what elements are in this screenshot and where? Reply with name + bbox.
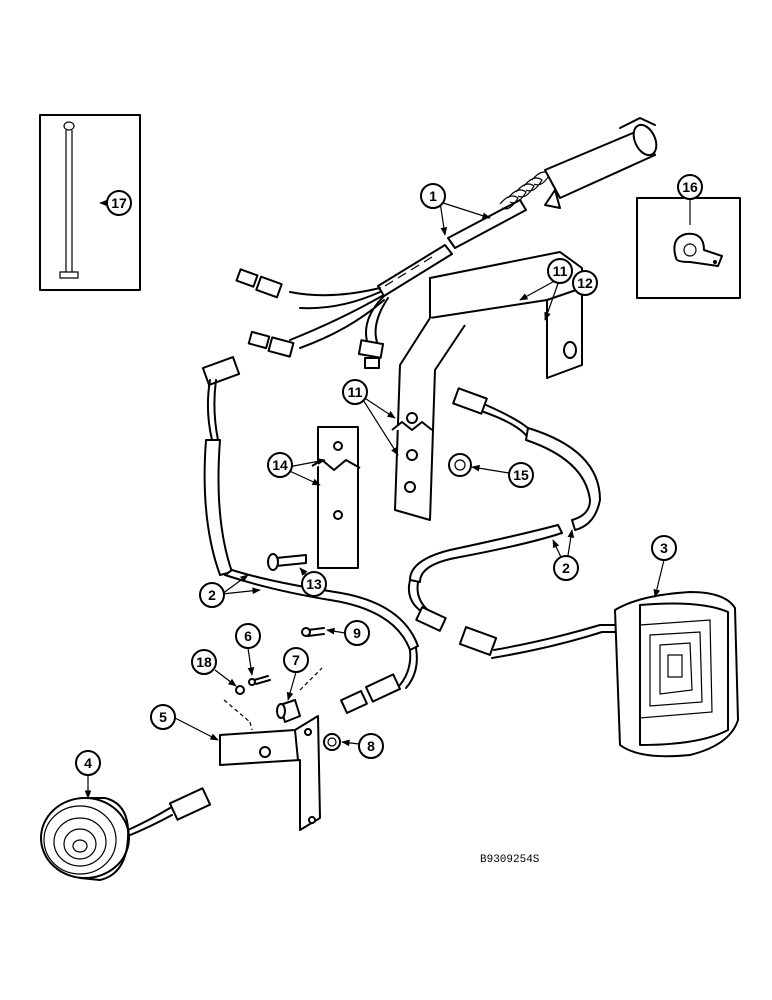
callout-11-upper: 11 [547, 258, 573, 284]
alarm-bracket [219, 715, 321, 831]
callout-18: 18 [191, 649, 217, 675]
svg-text:16: 16 [682, 179, 698, 195]
callout-16: 16 [677, 174, 703, 200]
callout-2-right: 2 [553, 555, 579, 581]
svg-text:1: 1 [429, 188, 437, 204]
callout-13: 13 [301, 571, 327, 597]
svg-text:2: 2 [562, 560, 570, 576]
back-up-alarm [614, 591, 739, 758]
callout-3: 3 [651, 535, 677, 561]
callout-4: 4 [75, 750, 101, 776]
callout-2-left: 2 [199, 582, 225, 608]
svg-text:15: 15 [513, 467, 529, 483]
svg-text:11: 11 [348, 384, 363, 400]
svg-text:17: 17 [111, 195, 127, 211]
svg-text:8: 8 [367, 738, 375, 754]
main-harness [377, 117, 658, 297]
bolt [267, 553, 307, 571]
callout-6: 6 [235, 623, 261, 649]
callout-7: 7 [283, 647, 309, 673]
svg-text:2: 2 [208, 587, 216, 603]
svg-text:11: 11 [553, 263, 568, 279]
callout-11-lower: 11 [342, 379, 368, 405]
callout-15: 15 [508, 462, 534, 488]
svg-text:4: 4 [84, 755, 92, 771]
callout-5: 5 [150, 704, 176, 730]
svg-text:7: 7 [292, 652, 300, 668]
mounting-plate [311, 426, 361, 569]
callout-14: 14 [267, 452, 293, 478]
callout-17: 17 [106, 190, 132, 216]
svg-text:14: 14 [272, 457, 288, 473]
svg-text:6: 6 [244, 628, 252, 644]
svg-text:9: 9 [353, 625, 361, 641]
svg-text:13: 13 [306, 576, 322, 592]
harness-left-wire [201, 356, 419, 714]
callout-8: 8 [358, 733, 384, 759]
svg-text:3: 3 [660, 540, 668, 556]
callout-12: 12 [572, 270, 598, 296]
harness-right-wire [407, 387, 616, 659]
callout-9: 9 [344, 620, 370, 646]
mounting-bracket [391, 251, 583, 521]
harness-branches [235, 268, 389, 369]
svg-text:12: 12 [577, 275, 593, 291]
svg-text:5: 5 [159, 709, 167, 725]
svg-text:18: 18 [196, 654, 212, 670]
clip-inset [636, 197, 741, 299]
small-hardware [223, 627, 341, 751]
hex-nut [448, 453, 472, 477]
callout-1: 1 [420, 183, 446, 209]
figure-code: B9309254S [480, 854, 540, 866]
round-alarm [40, 787, 212, 881]
cable-tie-inset [39, 114, 141, 291]
